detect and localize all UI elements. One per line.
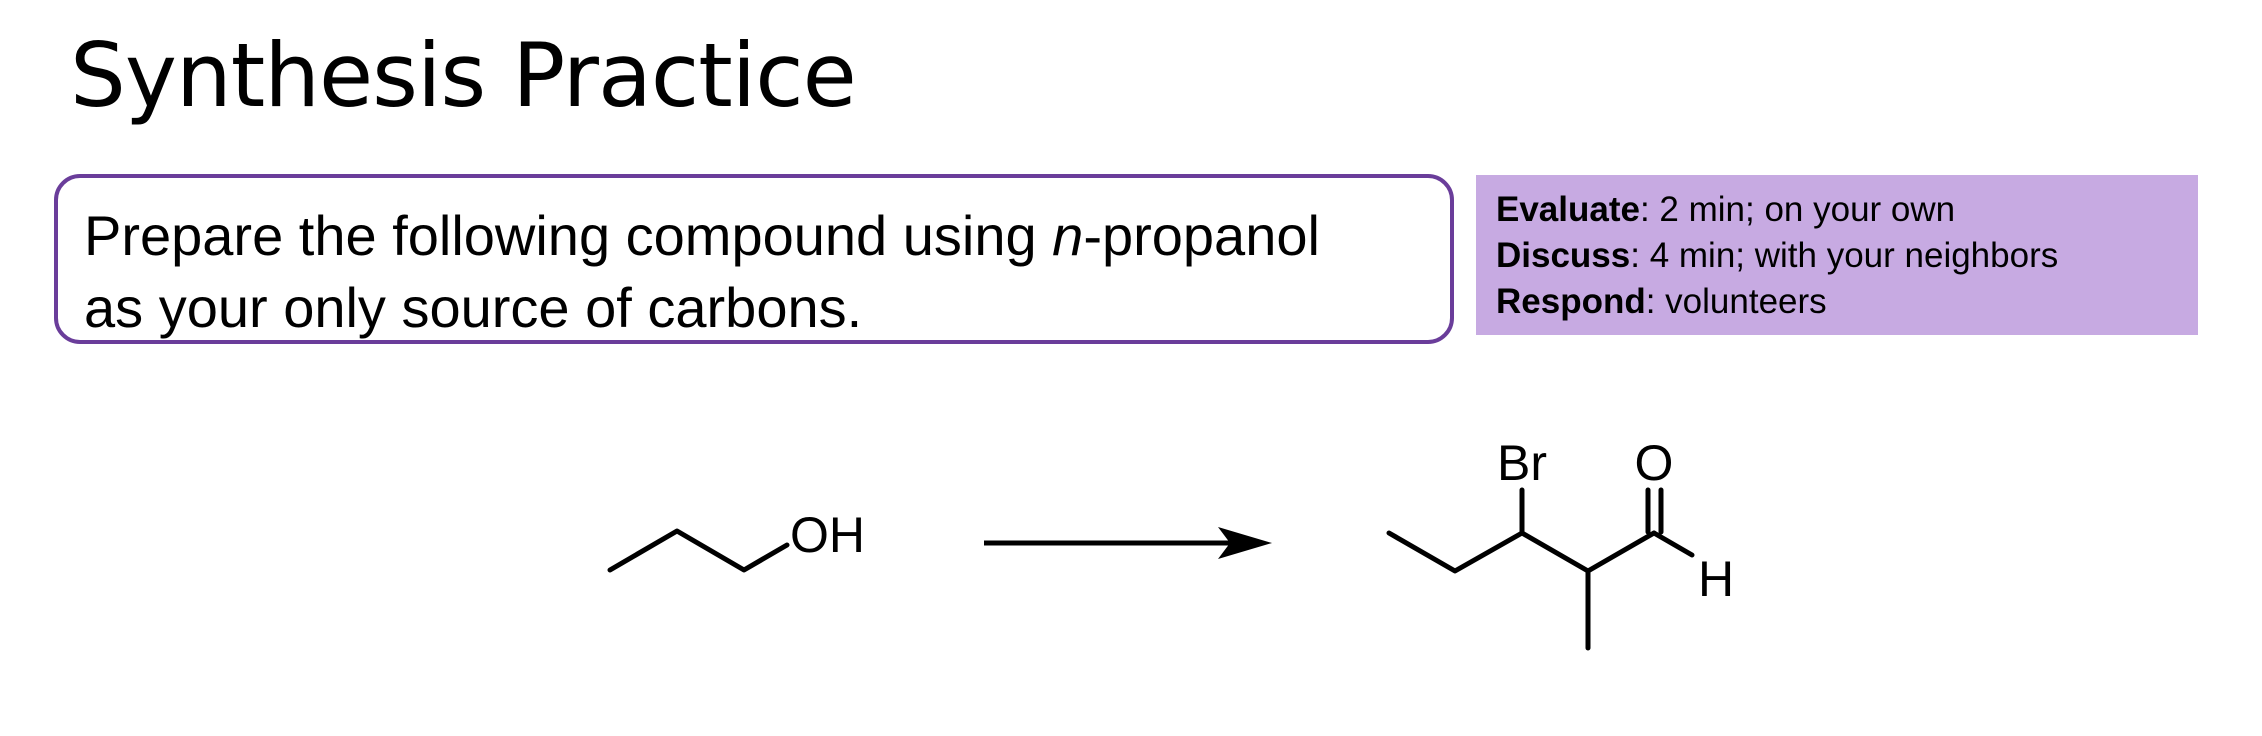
instruction-evaluate: Evaluate: 2 min; on your own: [1496, 187, 2178, 233]
prompt-italic-n: n: [1052, 204, 1084, 267]
product-structure: Br O H: [1386, 435, 1734, 651]
instruction-respond: Respond: volunteers: [1496, 279, 2178, 325]
prompt-box: Prepare the following compound using n-p…: [54, 174, 1454, 344]
product-main-chain: [1386, 530, 1657, 574]
slide-title: Synthesis Practice: [70, 24, 857, 127]
reaction-arrow: [984, 527, 1272, 559]
arrow-head: [1218, 527, 1272, 559]
instruction-text: : 4 min; with your neighbors: [1630, 236, 2059, 275]
instruction-label: Discuss: [1496, 236, 1631, 275]
product-h-label: H: [1698, 551, 1734, 607]
instruction-label: Respond: [1496, 282, 1646, 321]
instruction-discuss: Discuss: 4 min; with your neighbors: [1496, 233, 2178, 279]
prompt-line-2: as your only source of carbons.: [84, 276, 863, 339]
product-br-label: Br: [1497, 435, 1547, 491]
instruction-label: Evaluate: [1496, 190, 1640, 229]
instruction-text: : volunteers: [1645, 282, 1827, 321]
reactant-structure: OH: [607, 507, 865, 573]
instructions-box: Evaluate: 2 min; on your own Discuss: 4 …: [1476, 175, 2198, 335]
instruction-text: : 2 min; on your own: [1639, 190, 1956, 229]
prompt-text-after: -propanol: [1083, 204, 1320, 267]
prompt-text-before: Prepare the following compound using: [84, 204, 1053, 267]
prompt-line-1: Prepare the following compound using n-p…: [84, 200, 1424, 272]
product-aldehyde-h-bond: [1651, 530, 1695, 558]
product-o-label: O: [1635, 435, 1674, 491]
reactant-carbon-chain: [607, 528, 790, 573]
reactant-oh-label: OH: [790, 507, 865, 563]
